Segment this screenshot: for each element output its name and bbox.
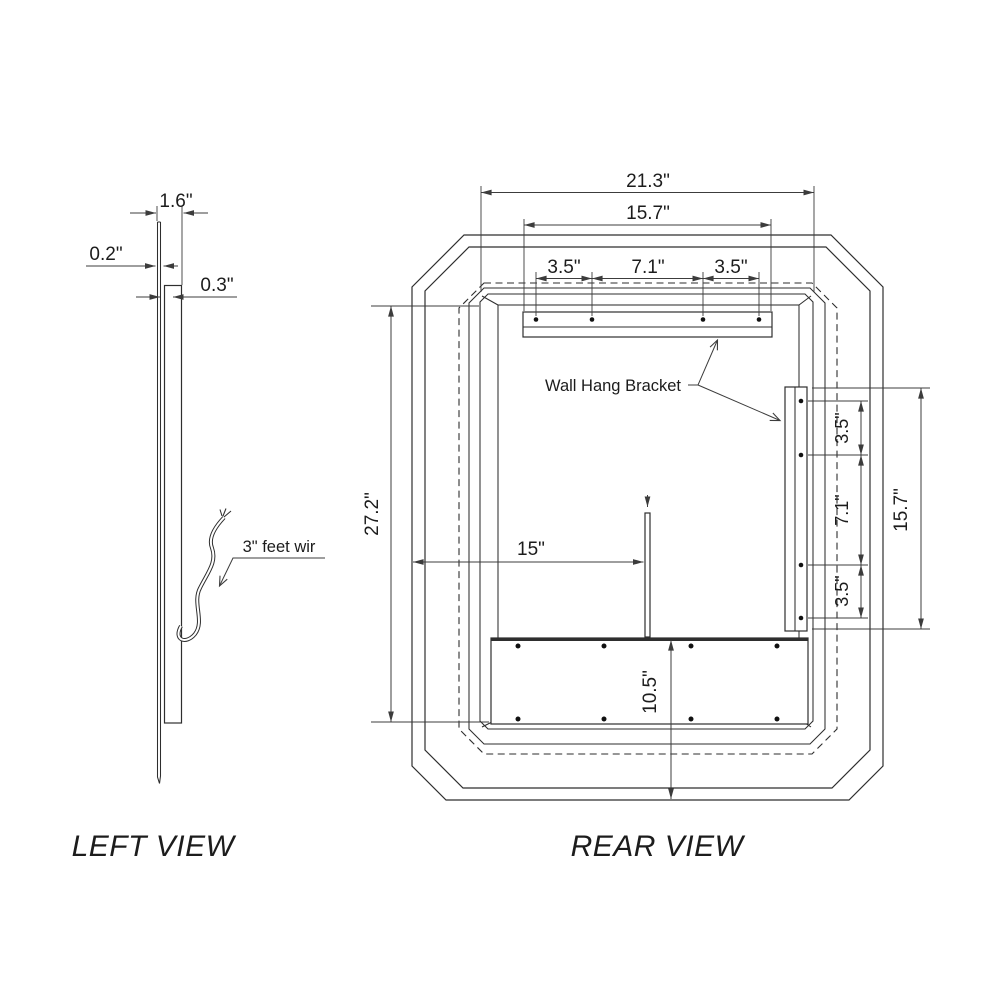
left-view-power-wire	[176, 508, 232, 642]
left-view: 1.6" 0.2" 0.3" 3" feet wir LEFT VIEW	[72, 191, 325, 863]
wire-callout: 3" feet wir	[218, 538, 325, 588]
panel-screw	[774, 716, 780, 722]
dim-text-right-hole-bottom: 3.5"	[832, 575, 852, 606]
bracket-hole	[756, 317, 762, 322]
dim-total-height: 27.2"	[362, 305, 489, 723]
dim-text-glass-thickness: 0.2"	[89, 244, 122, 265]
wire-frayed-end	[219, 508, 232, 518]
panel-screw	[601, 643, 607, 649]
rear-hidden-edge-dashed	[458, 282, 838, 755]
dim-text-total-height: 27.2"	[362, 492, 383, 536]
panel-screw	[515, 643, 521, 649]
panel-screw	[515, 716, 521, 722]
bottom-panel	[490, 637, 809, 725]
panel-screw	[601, 716, 607, 722]
wall-hang-bracket-label: Wall Hang Bracket	[545, 377, 681, 395]
dim-text-right-hole-mid: 7.1"	[832, 494, 852, 525]
bracket-hole	[589, 317, 595, 322]
dim-text-top-hole-right: 3.5"	[714, 257, 747, 278]
dim-text-total-width: 21.3"	[626, 171, 670, 192]
dim-text-total-depth: 1.6"	[159, 191, 192, 212]
dim-text-top-hole-left: 3.5"	[547, 257, 580, 278]
dim-text-wire-offset: 15"	[517, 539, 545, 560]
bracket-hole	[533, 317, 539, 322]
rear-inner-frame-edge	[424, 246, 871, 789]
dim-text-bottom-panel-height: 10.5"	[640, 670, 661, 714]
panel-screw	[774, 643, 780, 649]
rear-outer-frame-edge	[411, 234, 884, 801]
dim-right-hole-spacing: 3.5" 7.1" 3.5"	[808, 400, 868, 619]
dim-top-hole-spacing: 3.5" 7.1" 3.5"	[535, 257, 760, 316]
dim-top-bracket-length: 15.7"	[523, 203, 772, 311]
recess-corner-bevels	[481, 295, 812, 728]
panel-screw	[688, 716, 694, 722]
dim-total-width: 21.3"	[480, 171, 815, 292]
dim-frame-offset: 0.3"	[136, 275, 237, 300]
left-view-glass-panel	[156, 221, 162, 784]
panel-screw	[688, 643, 694, 649]
wall-hang-bracket-callout: Wall Hang Bracket	[545, 338, 782, 422]
bracket-hole	[798, 615, 804, 621]
dim-text-top-bracket-length: 15.7"	[626, 203, 670, 224]
rear-view-caption: REAR VIEW	[571, 830, 746, 863]
dim-glass-thickness: 0.2"	[86, 244, 178, 269]
wire-label-text: 3" feet wir	[243, 538, 316, 556]
bracket-hole	[798, 452, 804, 458]
rear-back-body-outer	[468, 287, 826, 745]
bracket-hole	[700, 317, 706, 322]
dim-right-bracket-length: 15.7"	[812, 387, 930, 630]
bracket-hole	[798, 398, 804, 404]
right-wall-hang-bracket	[784, 386, 808, 632]
rear-view: 21.3" 15.7" 3.5" 7.1" 3.5" 27.2" 15"	[362, 171, 930, 863]
top-wall-hang-bracket	[522, 311, 773, 338]
rear-back-body-mid	[479, 293, 814, 730]
left-view-caption: LEFT VIEW	[72, 830, 237, 863]
dim-bottom-panel-height: 10.5"	[640, 639, 674, 799]
dim-wire-offset: 15"	[412, 539, 644, 565]
rear-center-wire	[644, 495, 651, 638]
dim-text-frame-offset: 0.3"	[200, 275, 233, 296]
dim-text-right-bracket-length: 15.7"	[891, 488, 912, 532]
left-view-frame-box	[163, 284, 183, 724]
bracket-hole	[798, 562, 804, 568]
dim-text-top-hole-mid: 7.1"	[631, 257, 664, 278]
dim-left-total-depth: 1.6"	[130, 191, 208, 285]
dim-text-right-hole-top: 3.5"	[832, 412, 852, 443]
